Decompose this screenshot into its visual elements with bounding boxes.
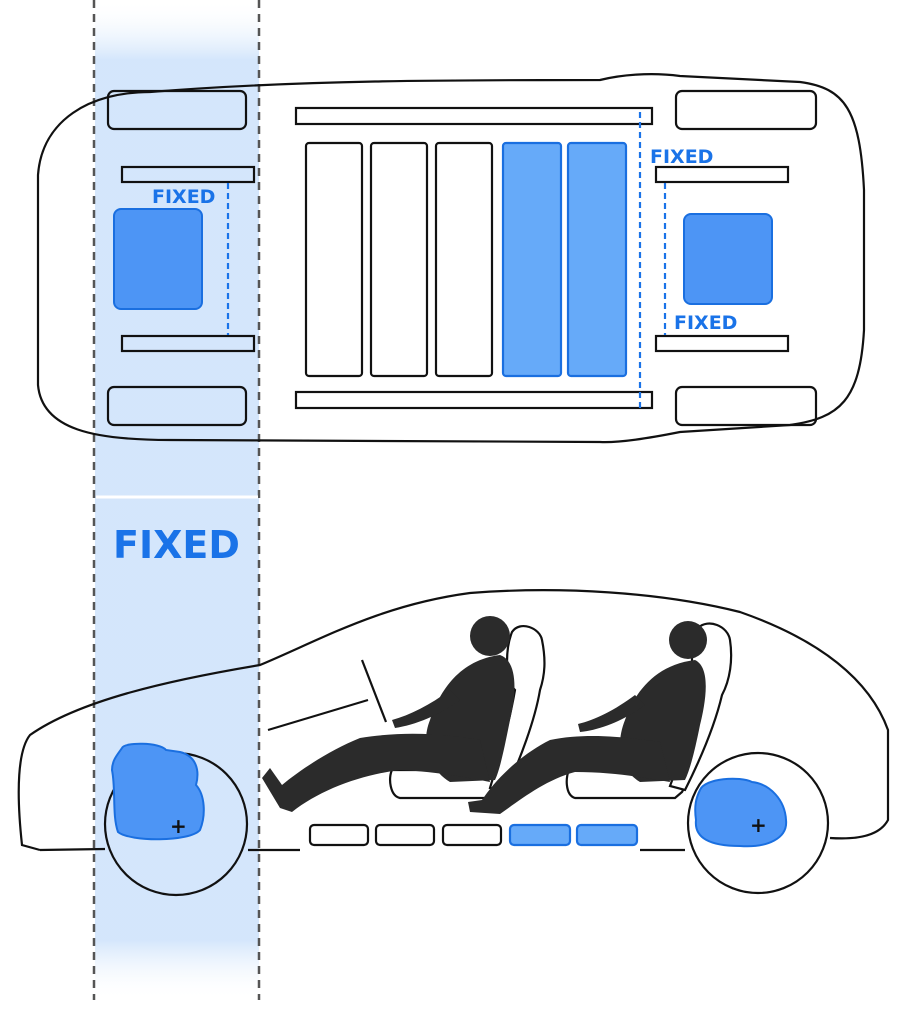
front-occupant — [262, 616, 515, 812]
steering-column — [360, 659, 388, 723]
rear-motor-side — [694, 777, 788, 848]
battery-rail-upper — [294, 106, 654, 126]
side-view: + + — [17, 589, 890, 897]
battery-module-2 — [369, 141, 429, 378]
battery-side-module-2 — [374, 823, 436, 847]
battery-pack-side — [308, 823, 639, 847]
car-body-top-outline — [36, 73, 866, 444]
rear-rail-lower — [654, 334, 790, 353]
zone-fixed-label: FIXED — [113, 523, 240, 567]
front-rail-lower — [120, 334, 256, 353]
rear-rail-upper — [654, 165, 790, 184]
wheel-rear-right — [674, 385, 818, 427]
wheel-rear-left — [674, 89, 818, 131]
rear-upper-fixed-label: FIXED — [650, 146, 713, 168]
rear-occupant — [468, 621, 707, 814]
front-fixed-label: FIXED — [152, 186, 215, 208]
front-rail-upper — [120, 165, 256, 184]
front-motor-top — [113, 208, 203, 310]
battery-side-module-1 — [308, 823, 370, 847]
battery-side-module-5 — [575, 823, 639, 847]
front-motor-side — [110, 742, 205, 841]
wheel-front-left — [106, 89, 248, 131]
rear-lower-fixed-label: FIXED — [674, 312, 737, 334]
wheel-front-right — [106, 385, 248, 427]
battery-side-module-3 — [441, 823, 503, 847]
battery-side-module-4 — [508, 823, 572, 847]
rear-motor-top — [683, 213, 773, 305]
battery-module-1 — [304, 141, 364, 378]
front-axle-center-icon: + — [170, 814, 187, 838]
battery-module-5 — [566, 141, 628, 378]
battery-module-3 — [434, 141, 494, 378]
battery-rail-lower — [294, 390, 654, 410]
rear-axle-center-icon: + — [750, 813, 767, 837]
battery-module-4 — [501, 141, 563, 378]
dashboard-line — [267, 698, 369, 732]
top-view — [36, 73, 866, 444]
car-body-side-outline — [17, 589, 890, 852]
fixed-zone-band — [92, 0, 261, 1000]
battery-pack-top — [304, 141, 628, 378]
